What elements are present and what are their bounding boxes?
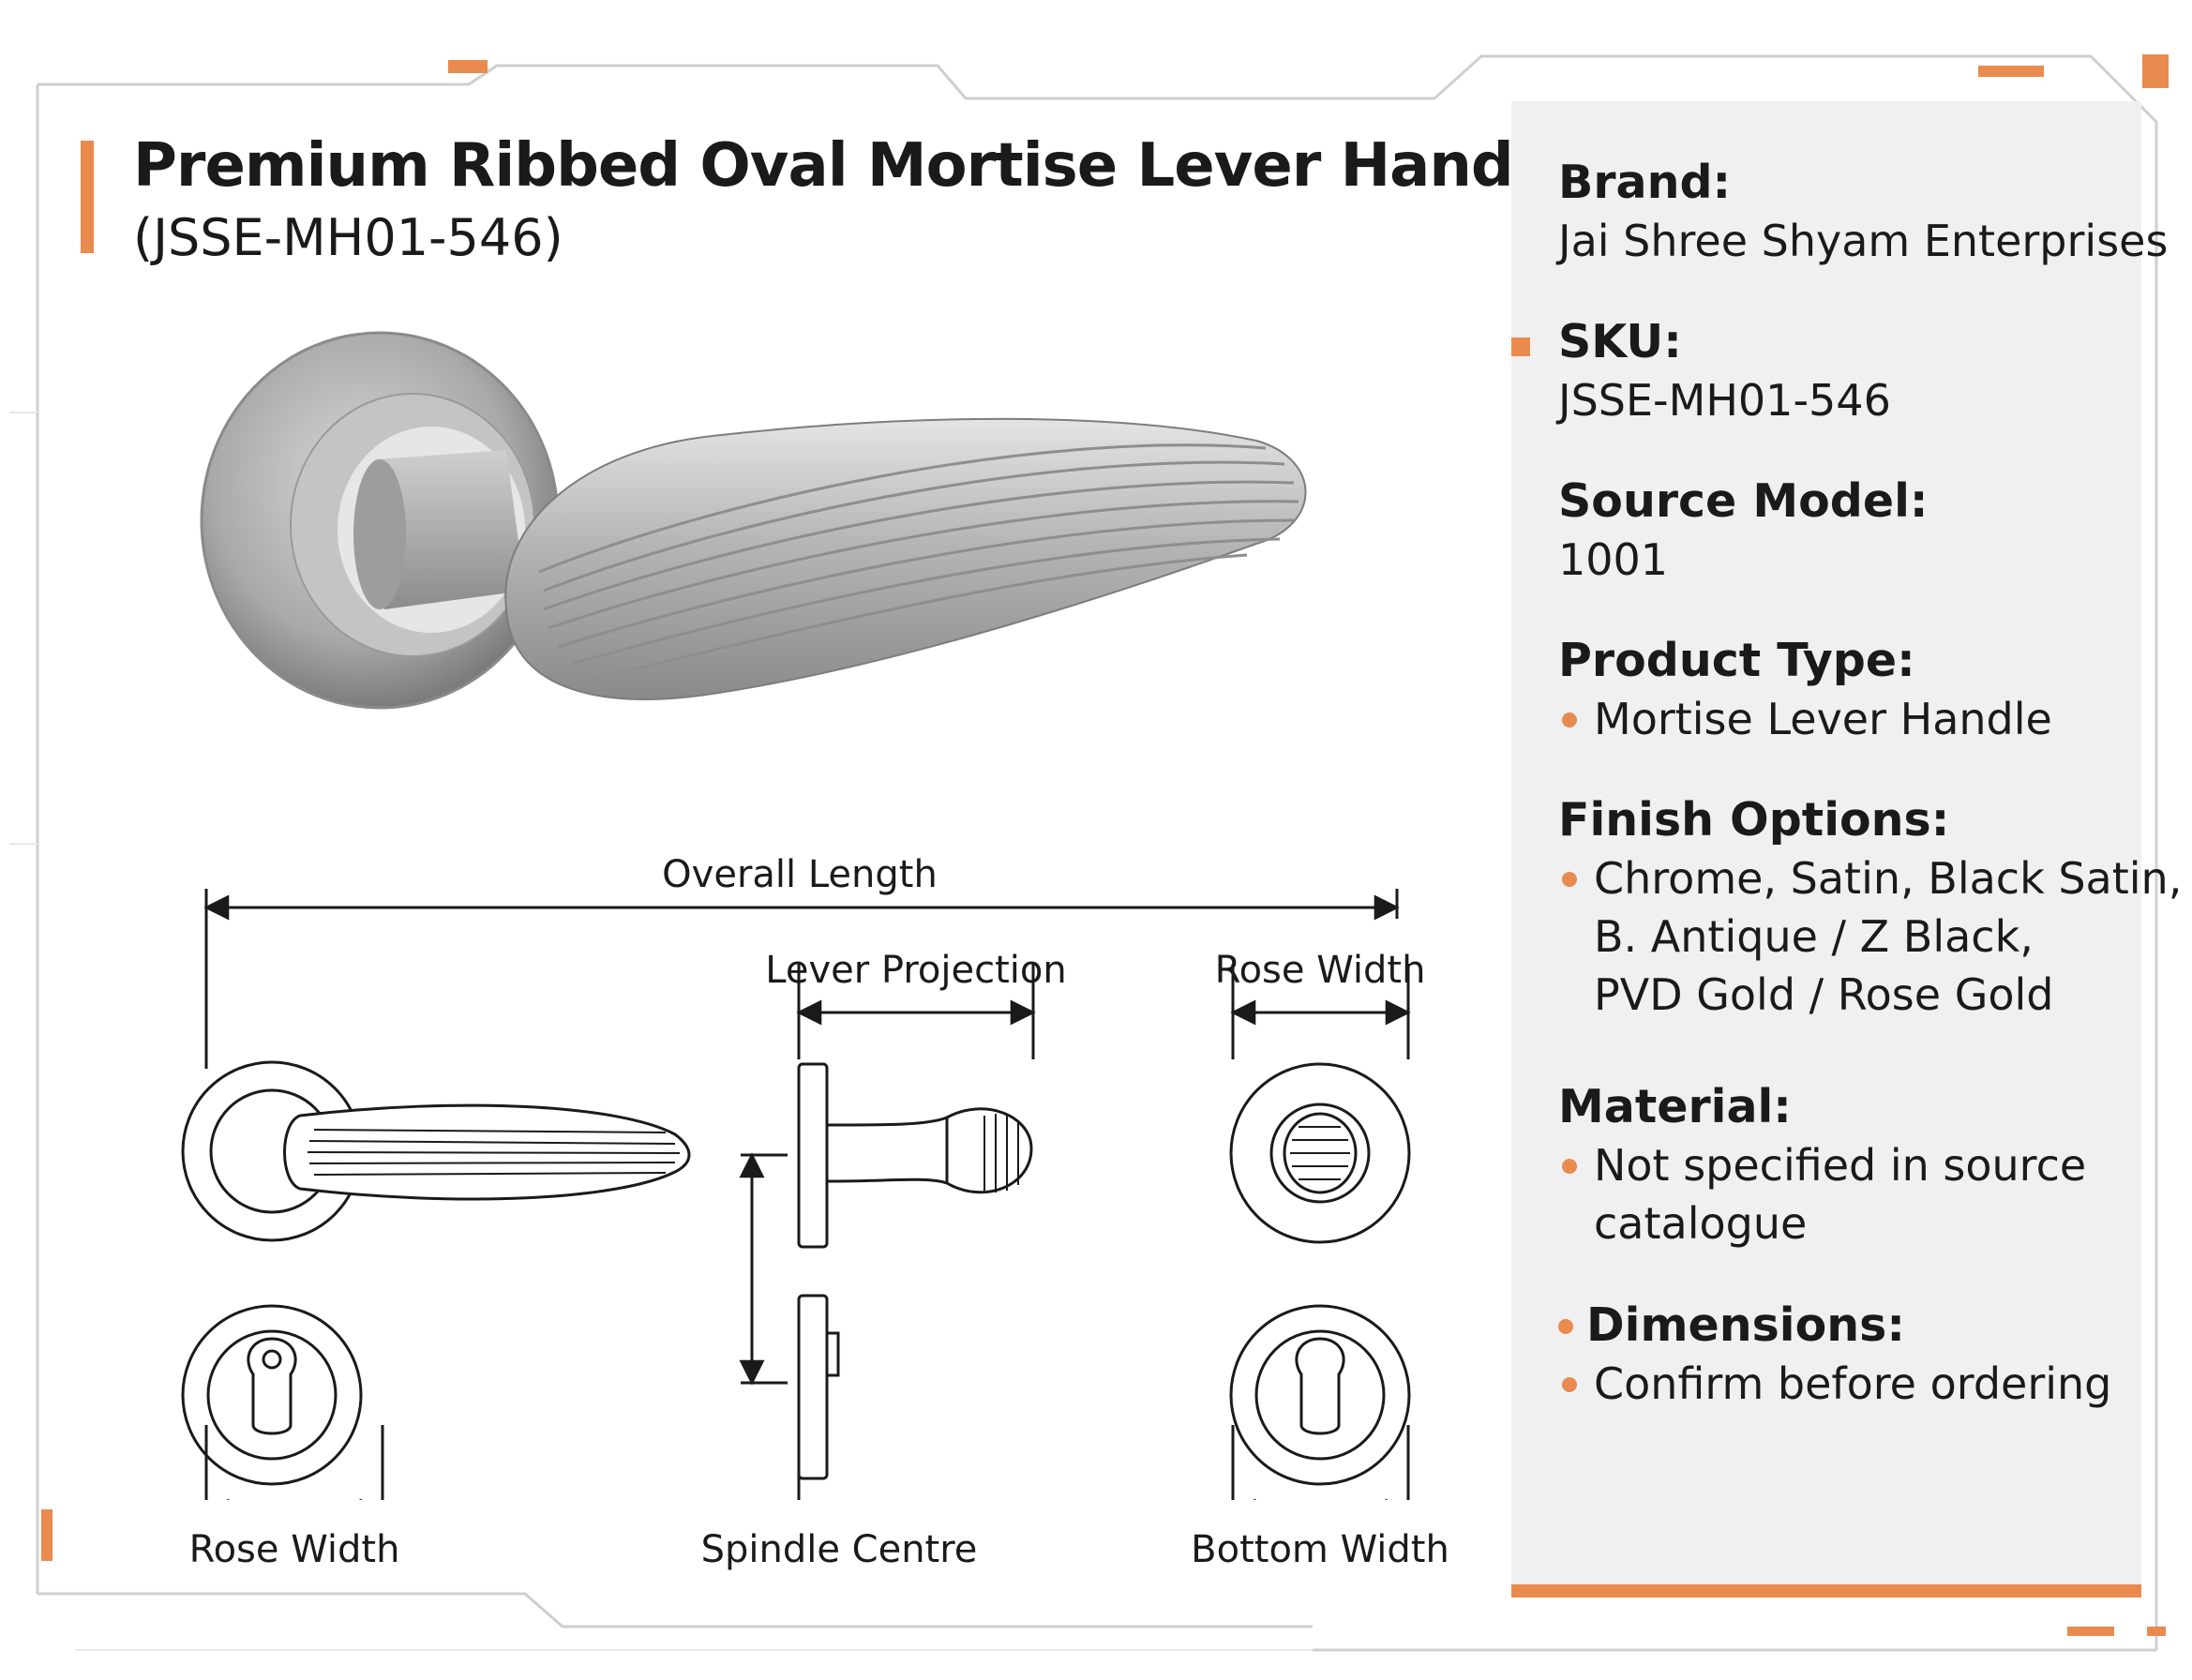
title-accent-bar	[81, 141, 94, 253]
sku-label: SKU:	[1558, 315, 1682, 368]
model-value: 1001	[1558, 534, 1669, 585]
sku-value: JSSE-MH01-546	[1558, 375, 1891, 426]
model-label: Source Model:	[1558, 474, 1929, 528]
dimensions-label: Dimensions:	[1586, 1298, 1905, 1352]
dimension-drawing	[181, 889, 1411, 1500]
spec-brand: Brand: Jai Shree Shyam Enterprises	[1558, 154, 2169, 270]
material-line-2: catalogue	[1558, 1194, 2121, 1252]
rose-width-top-label: Rose Width	[1214, 949, 1426, 992]
spec-sku: SKU: JSSE-MH01-546	[1558, 313, 2121, 429]
finish-label: Finish Options:	[1558, 793, 1950, 847]
dimensions-item-text: Confirm before ordering	[1594, 1358, 2112, 1409]
spec-material: Material: Not specified in source catalo…	[1558, 1078, 2121, 1252]
material-line-1: Not specified in source	[1558, 1136, 2121, 1194]
bullet-dot	[1562, 872, 1577, 887]
bullet-dot	[1562, 712, 1577, 728]
spec-panel	[1511, 101, 2141, 1592]
material-label: Material:	[1558, 1080, 1792, 1133]
rose-width-bottom-label: Rose Width	[188, 1528, 400, 1571]
brand-label: Brand:	[1558, 156, 1732, 209]
spec-panel-accent	[1511, 1584, 2141, 1598]
spec-dimensions: Dimensions: Confirm before ordering	[1558, 1297, 2121, 1413]
finish-line-2-text: B. Antique / Z Black,	[1594, 911, 2034, 962]
finish-line-1-text: Chrome, Satin, Black Satin,	[1594, 853, 2183, 904]
spec-finish: Finish Options: Chrome, Satin, Black Sat…	[1558, 791, 2182, 1024]
finish-line-1: Chrome, Satin, Black Satin,	[1558, 849, 2182, 908]
dimensions-item: Confirm before ordering	[1558, 1355, 2121, 1413]
product-image	[200, 331, 1307, 710]
spindle-centre-label: Spindle Centre	[700, 1528, 978, 1571]
material-line-2-text: catalogue	[1594, 1198, 1808, 1249]
material-line-1-text: Not specified in source	[1594, 1140, 2087, 1191]
page-subtitle: (JSSE-MH01-546)	[133, 208, 563, 267]
type-label: Product Type:	[1558, 634, 1915, 687]
bullet-dot	[1558, 1319, 1573, 1334]
finish-line-3-text: PVD Gold / Rose Gold	[1594, 969, 2054, 1020]
finish-line-3: PVD Gold / Rose Gold	[1558, 966, 2121, 1024]
brand-value: Jai Shree Shyam Enterprises	[1558, 216, 2169, 266]
bullet-dot	[1562, 1377, 1577, 1392]
type-item-text: Mortise Lever Handle	[1594, 694, 2052, 744]
sku-marker	[1511, 338, 1530, 356]
bullet-dot	[1562, 1159, 1577, 1174]
lever-projection-label: Lever Projection	[765, 949, 1067, 992]
overall-length-label: Overall Length	[662, 853, 938, 896]
dimensions-label-row: Dimensions:	[1558, 1297, 2121, 1355]
spec-model: Source Model: 1001	[1558, 472, 2121, 589]
finish-line-2: B. Antique / Z Black,	[1558, 908, 2121, 966]
spec-type: Product Type: Mortise Lever Handle	[1558, 632, 2121, 748]
bottom-width-label: Bottom Width	[1191, 1528, 1449, 1571]
type-item: Mortise Lever Handle	[1558, 690, 2121, 748]
